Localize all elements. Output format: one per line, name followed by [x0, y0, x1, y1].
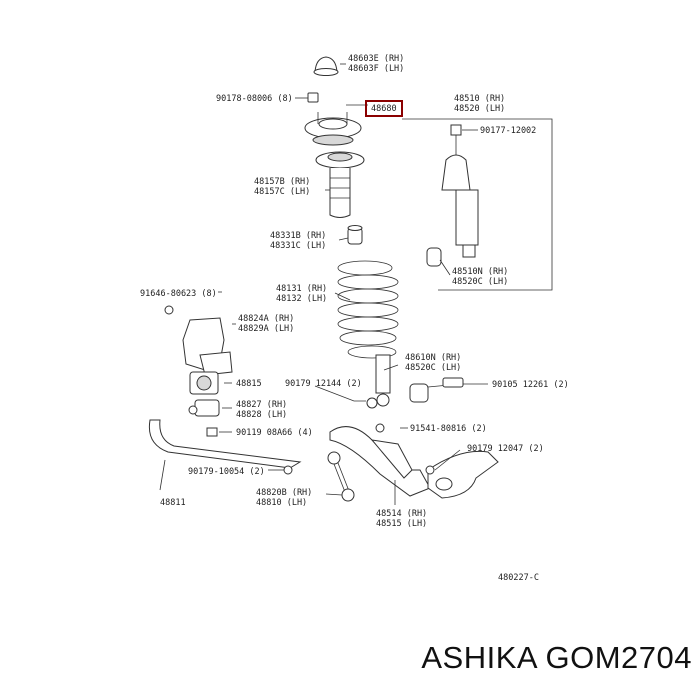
label-bump-stopper-lh: 48331C (LH): [270, 241, 326, 251]
label-top-mount-cap-lh: 48603F (LH): [348, 64, 404, 74]
label-bellows-lh: 48157C (LH): [254, 187, 310, 197]
lower-arm-drawing: [329, 423, 499, 499]
brand-part-number: ASHIKA GOM2704: [421, 640, 692, 675]
label-bolt-12047: 90179 12047 (2): [467, 444, 544, 454]
label-lower-bushing-rh: 48510N (RH): [452, 267, 508, 277]
top-mount-cap-drawing: [313, 56, 339, 76]
label-nut-bolt: 90178-08006 (8): [216, 94, 293, 104]
label-figure-code: 480227-C: [498, 573, 539, 583]
nut-drawing: [295, 92, 319, 103]
stabilizer-bar-drawing: [148, 419, 302, 475]
label-bolt-12144: 90179 12144 (2): [285, 379, 362, 389]
label-bracket-small-rh: 48827 (RH): [236, 400, 287, 410]
label-coil-spring-lh: 48132 (LH): [276, 294, 327, 304]
label-stabilizer-bushing: 48815: [236, 379, 262, 389]
label-bump-stopper-rh: 48331B (RH): [270, 231, 326, 241]
strut-body-drawing: [366, 354, 391, 409]
label-support-part: 48680: [371, 104, 397, 114]
label-shock-absorber-lh: 48520 (LH): [454, 104, 505, 114]
label-lower-bushing-lh: 48520C (LH): [452, 277, 508, 287]
stabilizer-bracket-drawing: [164, 305, 233, 437]
label-lower-shock-rh: 48610N (RH): [405, 353, 461, 363]
shock-absorber-drawing: [426, 124, 479, 267]
highlight-box-support: [365, 100, 403, 117]
label-bracket-small-lh: 48828 (LH): [236, 410, 287, 420]
leader-lines: [159, 63, 553, 505]
lower-bushing-drawing: [409, 377, 464, 403]
label-stabilizer-bar: 48811: [160, 498, 186, 508]
label-lower-arm-rh: 48514 (RH): [376, 509, 427, 519]
label-shock-nut: 90177-12002: [480, 126, 536, 136]
label-top-mount-cap-rh: 48603E (RH): [348, 54, 404, 64]
label-bolt-12261: 90105 12261 (2): [492, 380, 569, 390]
label-lower-arm-lh: 48515 (LH): [376, 519, 427, 529]
support-plate-drawing: [304, 112, 362, 146]
label-bolt-80816: 91541-80816 (2): [410, 424, 487, 434]
stabilizer-link-drawing: [327, 451, 355, 502]
bump-stopper-drawing: [347, 225, 363, 245]
label-bellows-rh: 48157B (RH): [254, 177, 310, 187]
label-nut-08a66: 90119 08A66 (4): [236, 428, 313, 438]
label-bracket-bolt: 91646-80623 (8): [140, 289, 217, 299]
label-shock-absorber-rh: 48510 (RH): [454, 94, 505, 104]
coil-spring-drawing: [337, 260, 399, 359]
label-coil-spring-rh: 48131 (RH): [276, 284, 327, 294]
label-link-rh: 48820B (RH): [256, 488, 312, 498]
label-link-lh: 48810 (LH): [256, 498, 307, 508]
label-bracket-lh: 48829A (LH): [238, 324, 294, 334]
label-bracket-rh: 48824A (RH): [238, 314, 294, 324]
label-nut-10054: 90179-10054 (2): [188, 467, 265, 477]
label-lower-shock-lh: 48520C (LH): [405, 363, 461, 373]
bellows-drawing: [315, 151, 365, 218]
